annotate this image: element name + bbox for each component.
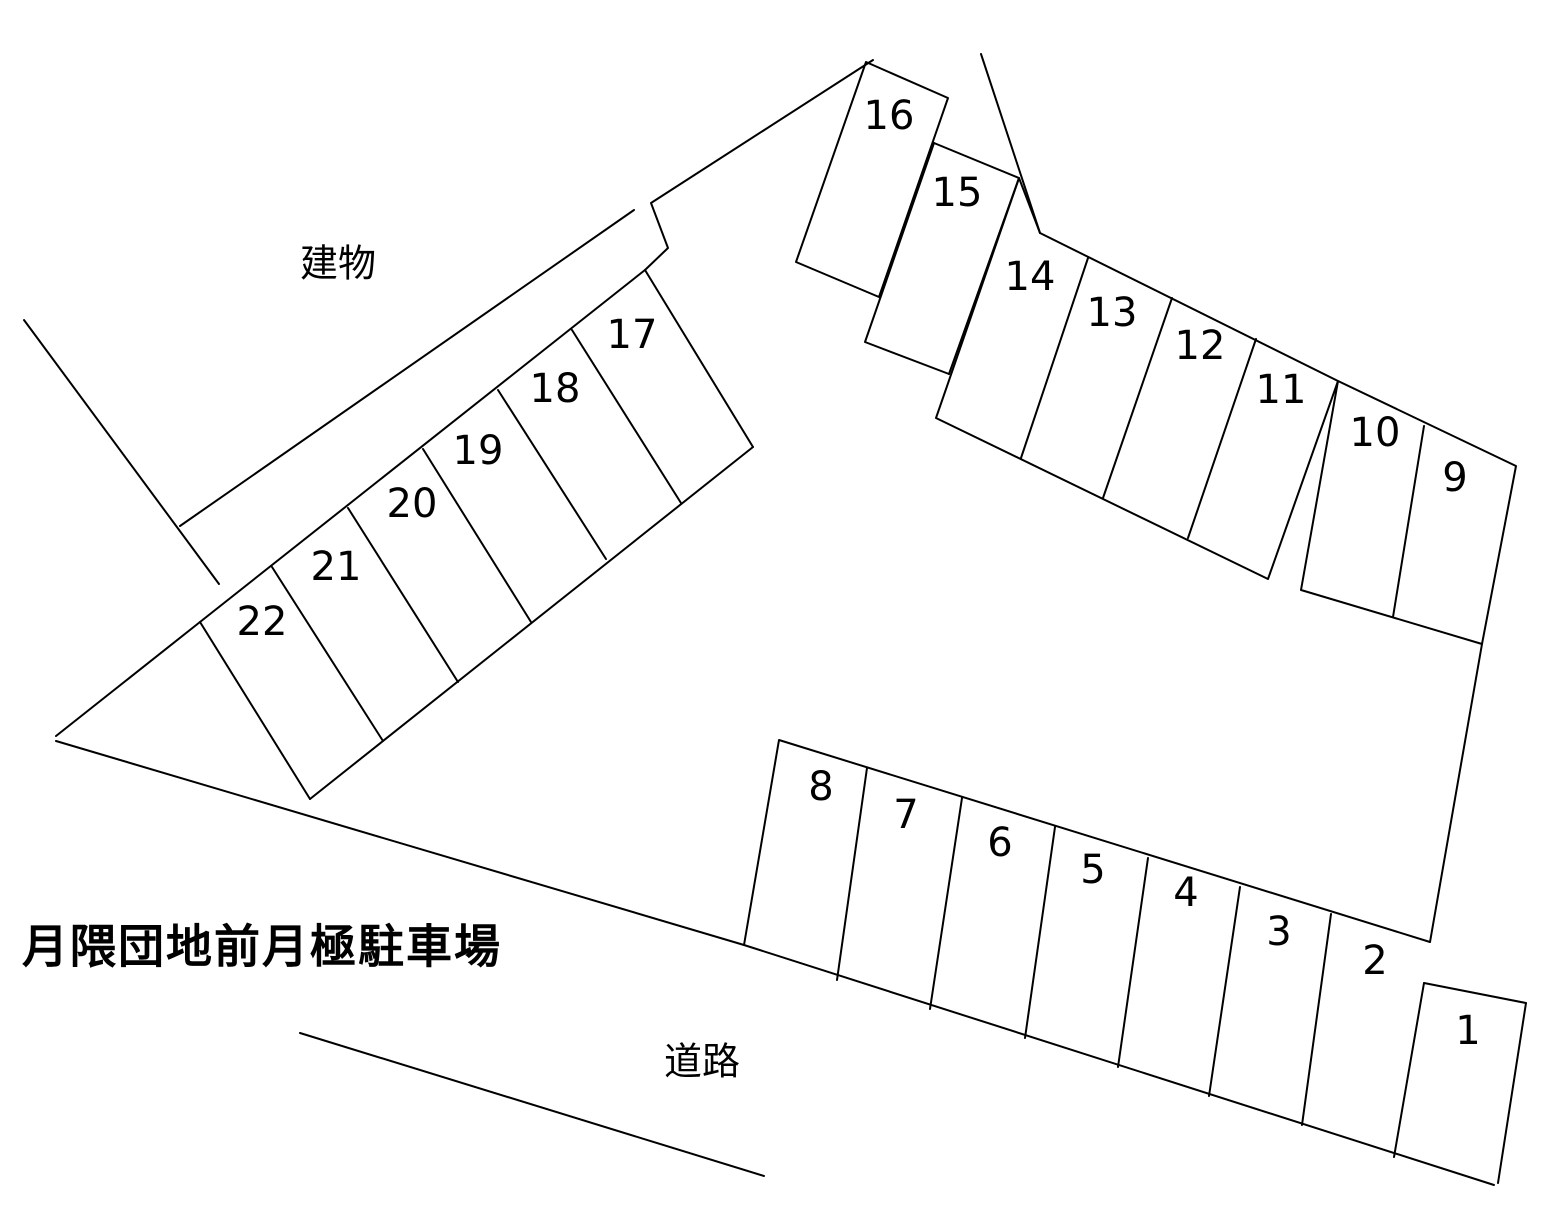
space-number: 12: [1175, 323, 1226, 369]
space-number: 8: [808, 764, 833, 810]
space-number: 5: [1080, 847, 1105, 893]
space-number: 15: [932, 170, 983, 216]
space-number: 22: [237, 599, 288, 645]
space-number: 4: [1173, 870, 1198, 916]
space-number: 1: [1455, 1008, 1480, 1054]
space-group-9-16: [795, 61, 1517, 645]
space-number: 9: [1442, 455, 1467, 501]
space-number: 10: [1350, 410, 1401, 456]
road-edge: [299, 1032, 765, 1177]
space-number: 14: [1005, 254, 1056, 300]
space-number: 21: [311, 544, 362, 590]
space-number: 13: [1087, 290, 1138, 336]
space-number: 20: [387, 481, 438, 527]
space-number: 3: [1266, 909, 1291, 955]
space-number: 6: [987, 820, 1012, 866]
space-number: 11: [1256, 367, 1307, 413]
space-number: 19: [453, 428, 504, 474]
space-number: 2: [1362, 938, 1387, 984]
building-boundary: [23, 59, 874, 585]
building-label: 建物: [300, 242, 376, 286]
space-number: 7: [893, 792, 918, 838]
road-label: 道路: [664, 1040, 740, 1084]
space-group-17-22: [199, 269, 754, 800]
space-numbers: 1 2 3 4 5 6 7 8 9 10 11 12 13 14 15 16 1…: [237, 93, 1481, 1054]
page-title: 月隈団地前月極駐車場: [22, 920, 502, 974]
space-group-1-8: [743, 739, 1527, 1184]
space-number: 17: [607, 312, 658, 358]
space-number: 18: [530, 366, 581, 412]
space-number: 16: [864, 93, 915, 139]
